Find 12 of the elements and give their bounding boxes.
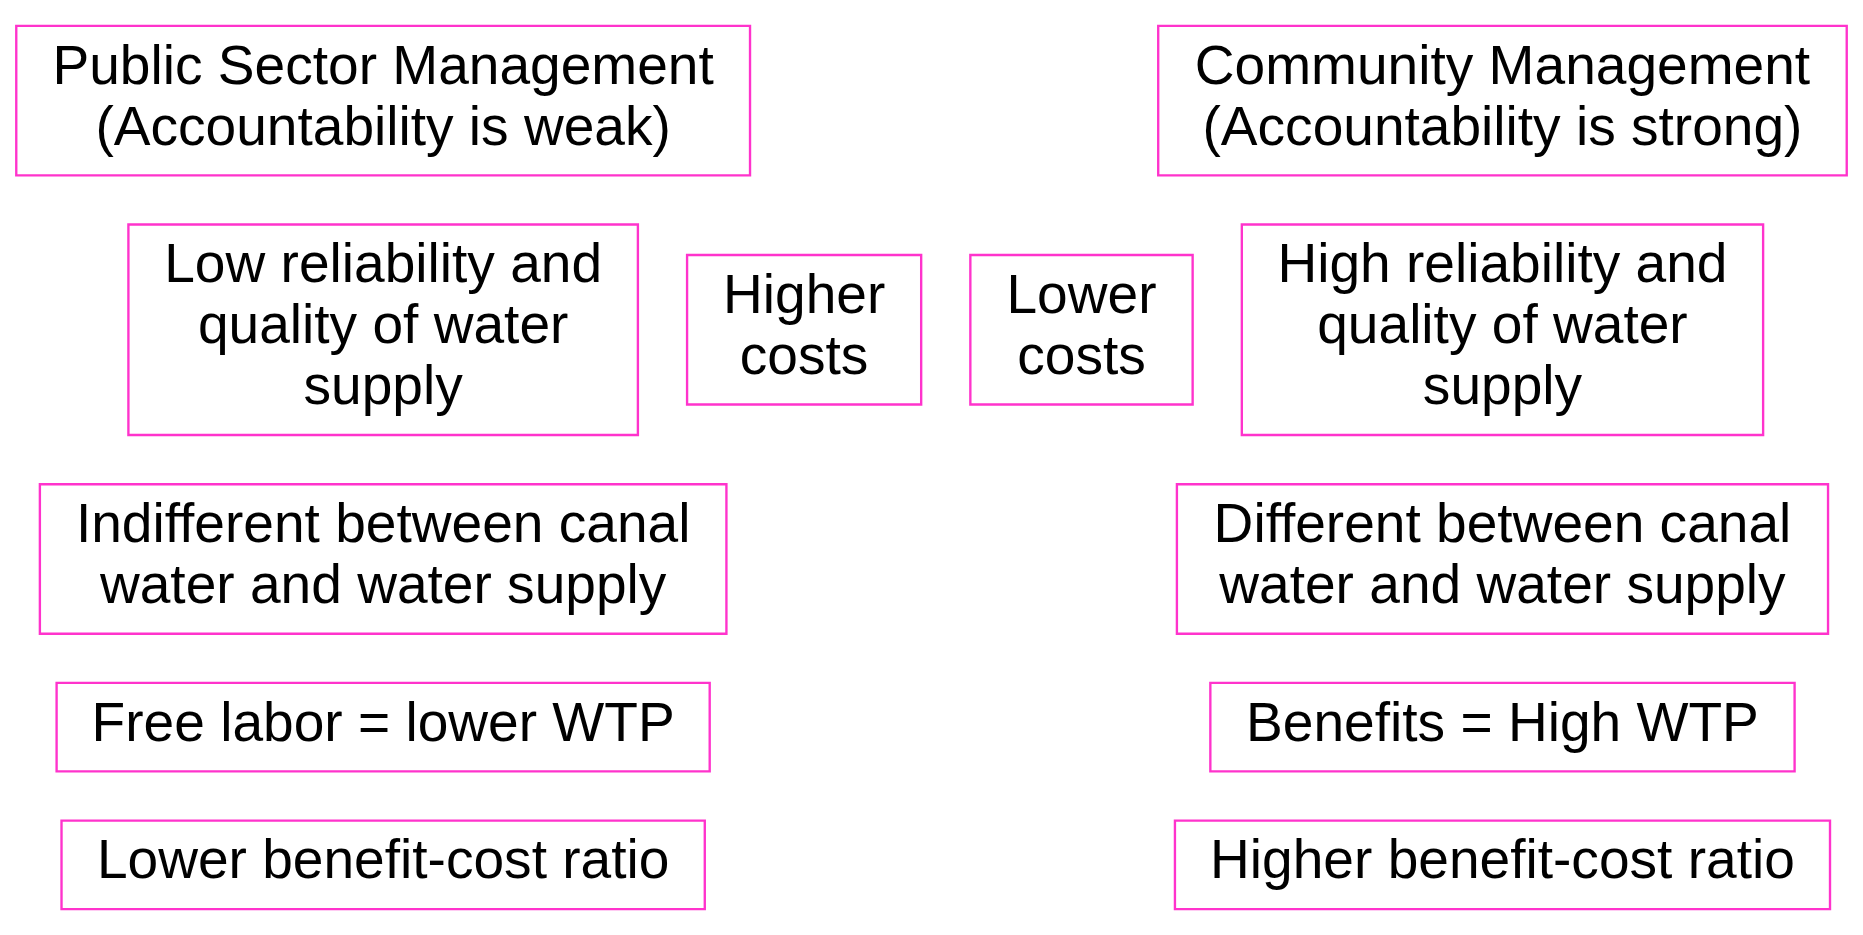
node-box: Benefits = High WTP [1209,681,1796,773]
node-box: High reliability and quality of water supply [1240,223,1765,437]
node-box: Higher costs [685,253,923,406]
node-box: Free labor = lower WTP [55,681,711,773]
node-box: Public Sector Management (Accountability is weak) [15,24,752,177]
node-box: Low reliability and quality of water supply [127,223,640,437]
node-box: Indifferent between canal water and water supply [38,483,728,635]
node-box: Different between canal water and water supply [1175,483,1830,635]
node-box: Lower costs [969,253,1194,406]
node-box: Higher benefit-cost ratio [1173,819,1832,911]
node-box: Community Management (Accountability is strong) [1157,24,1848,177]
node-box: Lower benefit-cost ratio [60,819,706,911]
